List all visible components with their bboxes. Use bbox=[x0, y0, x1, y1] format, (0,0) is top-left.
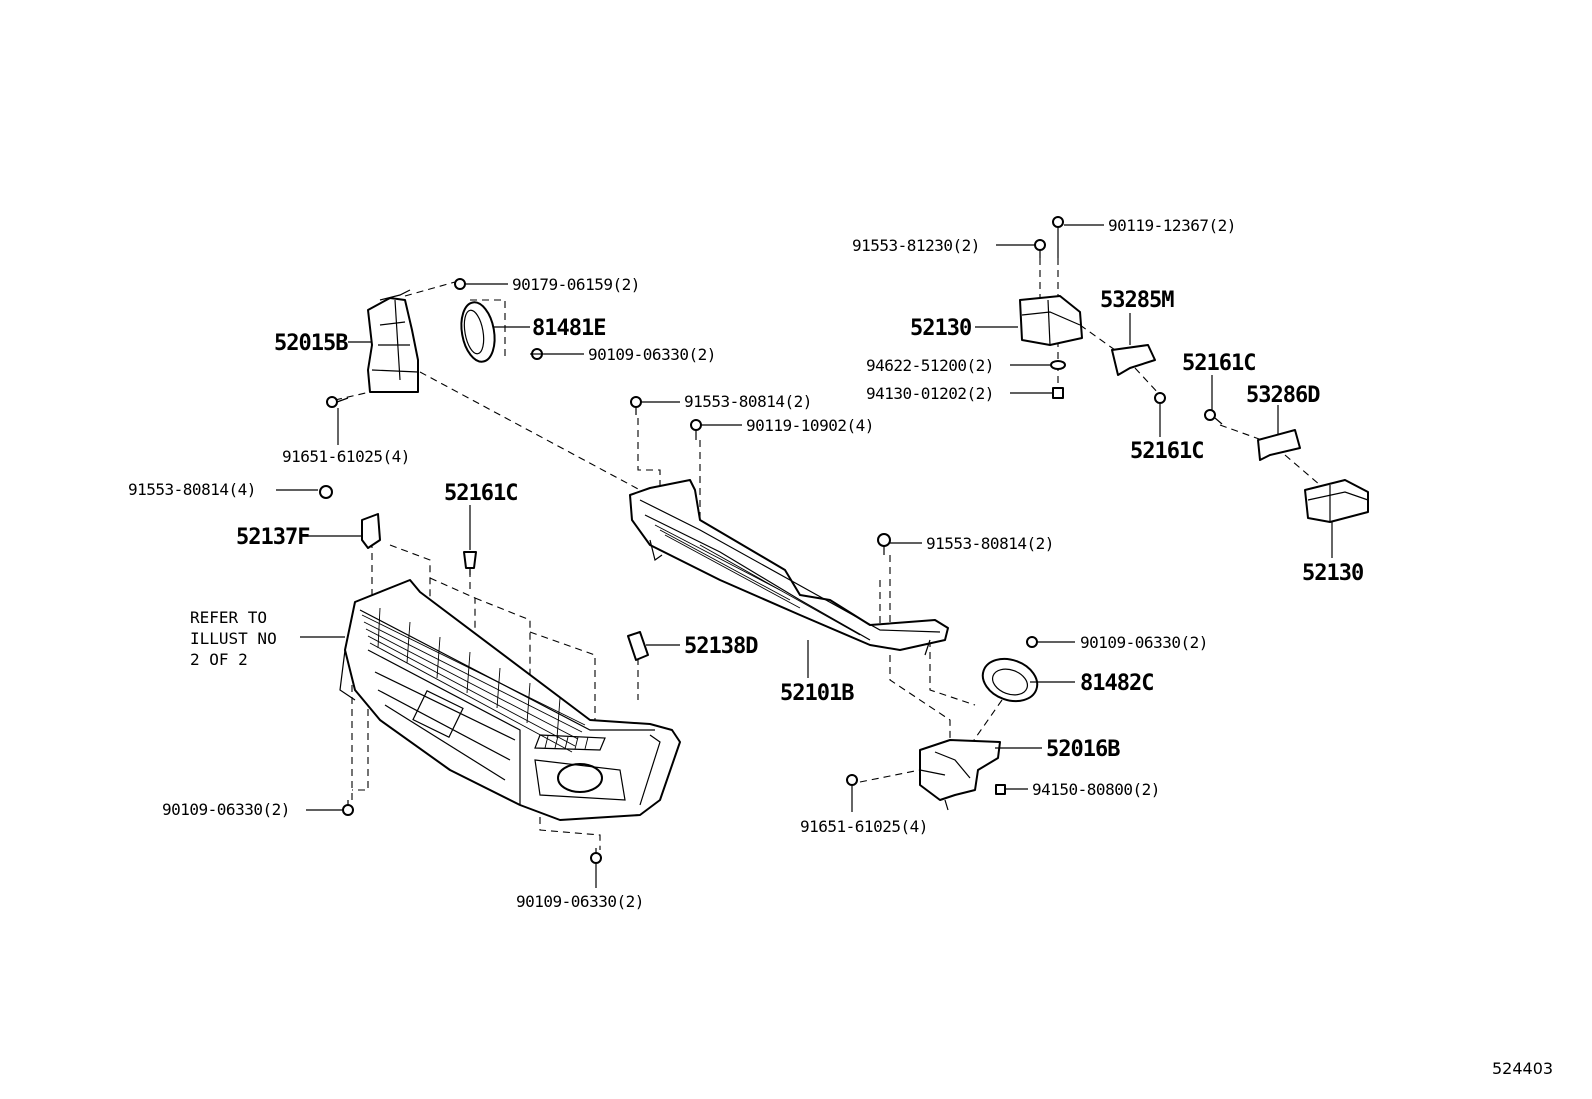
callout-94622-51200: 94622-51200(2) bbox=[866, 356, 994, 375]
callout-52161C-upper: 52161C bbox=[1182, 351, 1255, 376]
fog-lamp-81481E bbox=[460, 301, 496, 363]
callout-52161C-bumper: 52161C bbox=[444, 481, 517, 506]
washer-icon bbox=[1050, 360, 1066, 370]
callout-53286D: 53286D bbox=[1246, 383, 1320, 408]
callout-90109-06330-left-bottom: 90109-06330(2) bbox=[162, 800, 290, 819]
stone-guard-52130-lower bbox=[1304, 479, 1369, 523]
callout-90109-06330-bottom: 90109-06330(2) bbox=[516, 892, 644, 911]
callout-91553-80814-left: 91553-80814(4) bbox=[128, 480, 256, 499]
callout-52138D: 52138D bbox=[684, 634, 758, 659]
bolt-icon bbox=[1034, 239, 1046, 258]
callout-52161C-lower: 52161C bbox=[1130, 439, 1203, 464]
bolt-icon bbox=[690, 419, 702, 440]
bolt-icon bbox=[454, 278, 466, 290]
bumper-grille-mesh bbox=[361, 607, 586, 753]
retainer-52138D bbox=[627, 631, 649, 661]
clip-icon bbox=[463, 551, 477, 575]
callout-90109-06330-upper: 90109-06330(2) bbox=[588, 345, 716, 364]
bolt-icon bbox=[630, 396, 642, 415]
nut-icon bbox=[995, 784, 1006, 795]
callout-94150-80800: 94150-80800(2) bbox=[1032, 780, 1160, 799]
clip-icon bbox=[319, 485, 333, 499]
bolt-icon bbox=[530, 348, 544, 360]
bracket-53286D bbox=[1257, 429, 1301, 461]
fog-lamp-81482C bbox=[981, 657, 1039, 703]
illustration-code: 524403 bbox=[1492, 1059, 1553, 1078]
bracket-52015B bbox=[367, 289, 419, 393]
bolt-icon bbox=[1026, 636, 1038, 648]
callout-52130-lower: 52130 bbox=[1302, 561, 1363, 586]
bracket-52016B bbox=[919, 739, 1001, 811]
bracket-53285M bbox=[1111, 344, 1156, 376]
callout-94130-01202: 94130-01202(2) bbox=[866, 384, 994, 403]
callout-91553-80814-upper: 91553-80814(2) bbox=[684, 392, 812, 411]
callout-52130-upper: 52130 bbox=[910, 316, 971, 341]
callout-labels: 90179-06159(2) 81481E 52015B 90109-06330… bbox=[128, 216, 1364, 911]
callout-52101B: 52101B bbox=[780, 681, 854, 706]
clip-icon bbox=[1154, 392, 1166, 404]
callout-90109-06330-right: 90109-06330(2) bbox=[1080, 633, 1208, 652]
fasteners bbox=[319, 216, 1223, 864]
bolt-icon bbox=[342, 800, 354, 816]
bolt-icon bbox=[846, 774, 858, 786]
front-bumper-cover bbox=[339, 579, 681, 821]
leader-lines bbox=[276, 224, 1333, 888]
callout-53285M: 53285M bbox=[1100, 288, 1174, 313]
clip-icon bbox=[1204, 409, 1223, 425]
callout-91651-61025-left: 91651-61025(4) bbox=[282, 447, 410, 466]
reference-note: REFER TO ILLUST NO 2 OF 2 bbox=[190, 608, 277, 669]
callout-52015B: 52015B bbox=[274, 331, 348, 356]
callout-81482C: 81482C bbox=[1080, 671, 1153, 696]
bolt-icon bbox=[1052, 216, 1064, 258]
callout-52137F: 52137F bbox=[236, 525, 309, 550]
reference-note-line-1: REFER TO bbox=[190, 608, 267, 627]
callout-91553-80814-right: 91553-80814(2) bbox=[926, 534, 1054, 553]
bracket-52137F bbox=[361, 513, 381, 549]
reference-note-line-3: 2 OF 2 bbox=[190, 650, 248, 669]
bumper-reinforcement bbox=[629, 479, 949, 656]
bolt-icon bbox=[590, 848, 602, 864]
callout-91553-81230: 91553-81230(2) bbox=[852, 236, 980, 255]
callout-90119-12367: 90119-12367(2) bbox=[1108, 216, 1236, 235]
stone-guard-52130-upper bbox=[1019, 295, 1083, 346]
reference-note-line-2: ILLUST NO bbox=[190, 629, 277, 648]
callout-81481E: 81481E bbox=[532, 316, 605, 341]
callout-91651-61025-right: 91651-61025(4) bbox=[800, 817, 928, 836]
callout-52016B: 52016B bbox=[1046, 737, 1120, 762]
bolt-icon bbox=[877, 533, 891, 555]
nut-icon bbox=[1052, 387, 1064, 399]
bolt-icon bbox=[326, 396, 349, 408]
callout-90119-10902: 90119-10902(4) bbox=[746, 416, 874, 435]
callout-90179-06159: 90179-06159(2) bbox=[512, 275, 640, 294]
